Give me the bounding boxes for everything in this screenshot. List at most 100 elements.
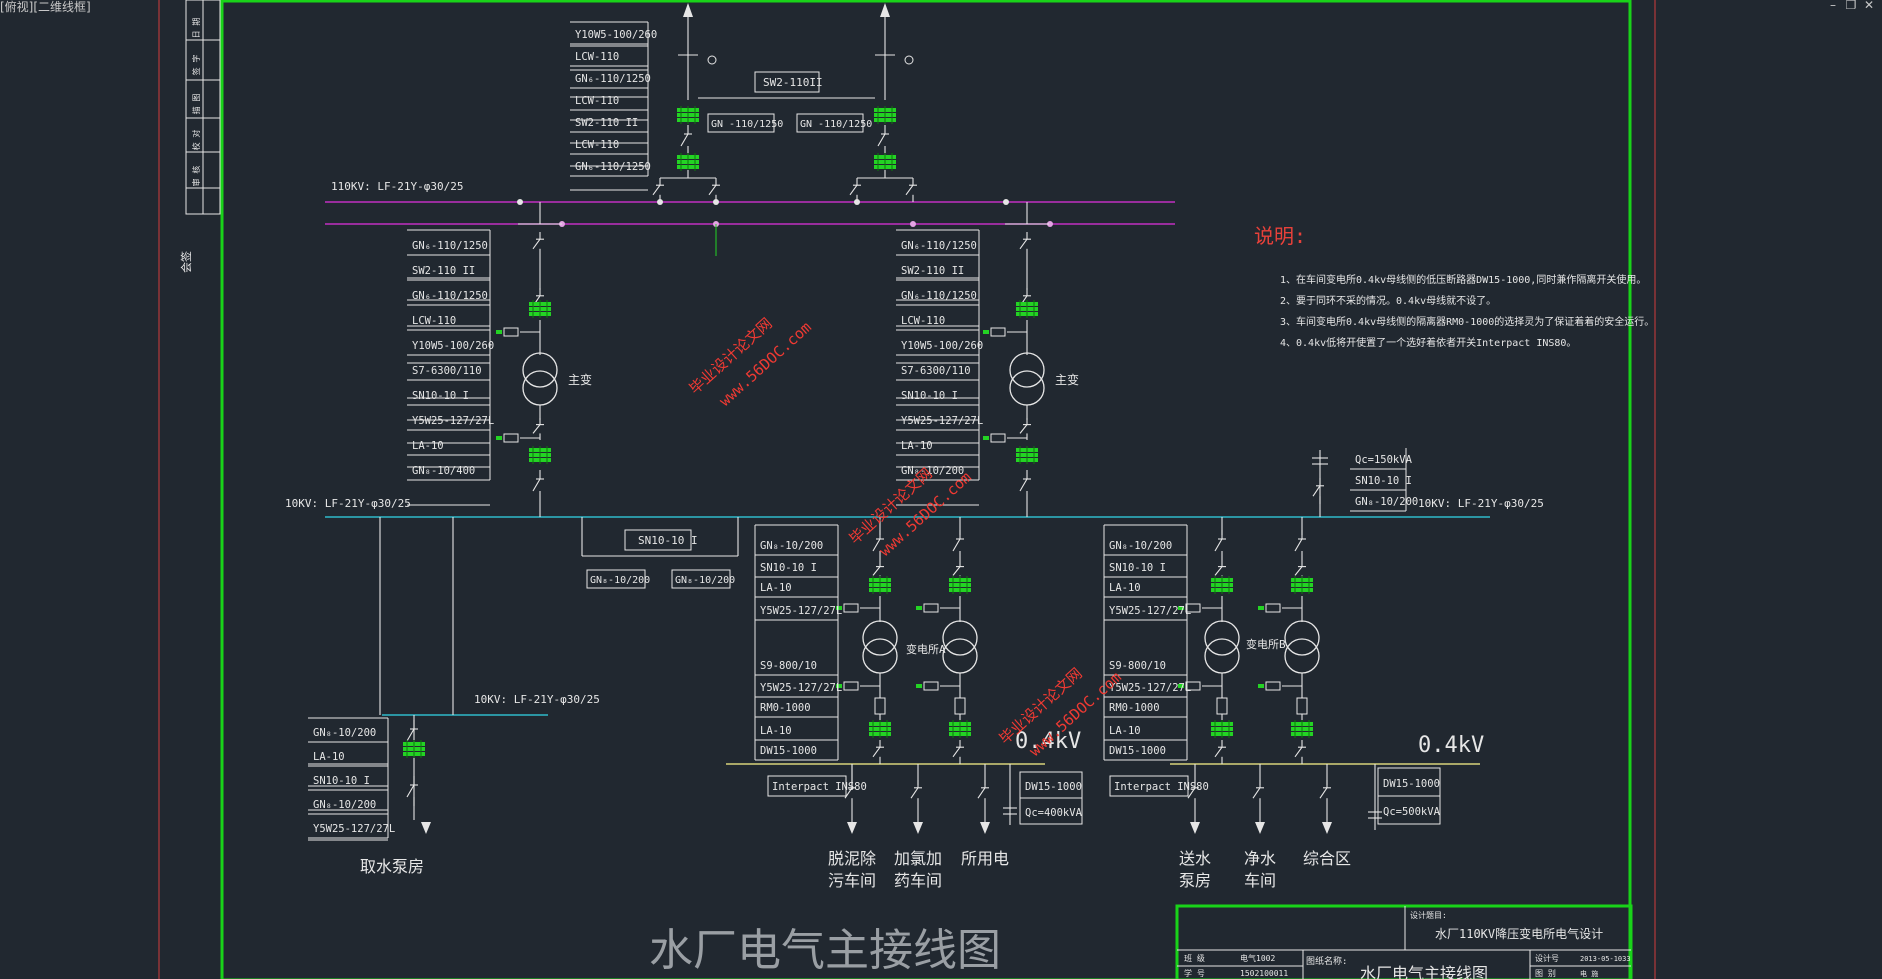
countersign-label: 描 图 — [191, 94, 201, 115]
cap-switch — [1312, 478, 1324, 504]
tie-gn-right-label: GN -110/1250 — [800, 119, 872, 130]
transformer-2-transformer — [1009, 352, 1045, 406]
table-cell: DW15-1000 — [760, 745, 817, 757]
table-cell: S9-800/10 — [1109, 660, 1166, 672]
incoming-line-1-arrow — [683, 3, 693, 43]
winding-secondary — [1009, 370, 1045, 406]
sub-a-2-ct-lv — [949, 720, 971, 738]
sub-b-2-arrestor-lv — [1258, 681, 1302, 691]
sub-b-1-ct-lv — [1211, 720, 1233, 738]
transformer-1-arrestor-10 — [496, 433, 540, 443]
switch-blade — [877, 133, 886, 147]
switch-blade — [708, 184, 717, 196]
voltage-04kv-left: 0.4kV — [1015, 729, 1081, 754]
countersign-side-label: 会签 — [179, 251, 193, 273]
switch-blade — [1294, 746, 1303, 758]
sub-a-1-dw — [872, 740, 884, 764]
incoming-line-1-ct — [677, 106, 699, 124]
table-cell: GN₈-10/400 — [412, 465, 475, 477]
tie-breaker-10-box — [624, 529, 692, 551]
tb-dwg-name-label: 图纸名称: — [1306, 955, 1347, 967]
incoming-line-2-ct — [874, 106, 896, 124]
interpact-left-label: Interpact INS80 — [772, 781, 867, 793]
switch-blade — [1214, 746, 1223, 758]
sub-a-1-gn — [872, 530, 884, 560]
table-cell: SW2-110 II — [901, 265, 964, 277]
load-label: 综合区 — [1303, 849, 1351, 868]
transformer-1-gn-10 — [532, 470, 544, 500]
transformer-2-gn — [1019, 232, 1031, 256]
transformer-2-ct — [1016, 300, 1038, 318]
table-cell: Y5W25-127/27L — [1109, 682, 1191, 694]
table-cell: GN₆-110/1250 — [412, 290, 488, 302]
switch-blade — [406, 784, 415, 798]
arrow-head — [880, 3, 890, 17]
table-cell: Y5W25-127/27L — [1109, 605, 1191, 617]
incoming-line-1-gn-right — [708, 178, 720, 202]
earth-switch-icon — [707, 55, 717, 65]
sub-a-1-transformer — [862, 620, 898, 674]
sub-b-2-ct — [1291, 576, 1313, 594]
close-icon[interactable]: ✕ — [1863, 0, 1875, 12]
transformer-1-ct — [529, 300, 551, 318]
arrestor-body — [843, 603, 859, 613]
fuse-rm0 — [1216, 697, 1228, 715]
switch-blade — [1019, 238, 1028, 250]
table-cell: Y5W25-127/27L — [760, 605, 842, 617]
switch-blade — [1019, 478, 1028, 492]
viewport-title[interactable]: [俯视][二维线框] — [0, 0, 91, 14]
table-cell: Y10W5-100/260 — [901, 340, 983, 352]
arrow-head — [421, 822, 431, 834]
table-cell: SW2-110 II — [412, 265, 475, 277]
sub-a-2-dw — [952, 740, 964, 764]
table-cell: GN₆-110/1250 — [575, 73, 651, 85]
arrestor-body — [503, 327, 519, 337]
earth-switch-icon — [904, 55, 914, 65]
switch-blade — [652, 184, 661, 196]
tie-gn-right-box — [796, 113, 864, 133]
switch-blade — [1019, 424, 1028, 434]
sub-b-2-ct-lv — [1291, 720, 1313, 738]
table-cell: Y10W5-100/260 — [412, 340, 494, 352]
incoming-line-2-ct2 — [874, 153, 896, 171]
sub-b-1-gn — [1214, 530, 1226, 560]
tie-gn10-right-label: GN₈-10/200 — [675, 575, 735, 586]
load-6-switch — [1319, 780, 1331, 806]
arrestor-ground — [1258, 606, 1264, 610]
load-5-switch — [1252, 780, 1264, 806]
sub-b-1-ct — [1211, 576, 1233, 594]
arrestor-body — [843, 681, 859, 691]
notes-title: 说明: — [1254, 224, 1306, 248]
arrestor-ground — [836, 606, 842, 610]
interpact-left-box — [767, 775, 847, 797]
minimize-icon[interactable]: – — [1830, 0, 1836, 12]
sub-a-2-ct — [949, 576, 971, 594]
switch-blade — [1319, 787, 1328, 799]
load-3-switch — [977, 780, 989, 806]
load-6-arrow — [1322, 822, 1332, 834]
sub-b-1-dw — [1214, 740, 1226, 764]
fuse-rm0 — [874, 697, 886, 715]
winding-primary — [522, 352, 558, 388]
table-cell: LA-10 — [1109, 725, 1141, 737]
sub-a-1-ct-lv — [869, 720, 891, 738]
winding-primary — [1009, 352, 1045, 388]
switch-blade — [952, 538, 961, 552]
arrow-head — [1255, 822, 1265, 834]
arrow-head — [683, 3, 693, 17]
note-line: 2、要于同环不采的情况。0.4kv母线就不设了。 — [1280, 294, 1496, 307]
table-cell: LCW-110 — [901, 315, 945, 327]
table-cell: GN₈-10/200 — [760, 540, 823, 552]
table-cell: RM0-1000 — [760, 702, 811, 714]
restore-icon[interactable]: ❐ — [1845, 0, 1857, 12]
bus-10kv-sub-label: 10KV: LF-21Y-φ30/25 — [474, 693, 600, 706]
bus-10kv-right-label: 10KV: LF-21Y-φ30/25 — [1418, 497, 1544, 510]
sub-b-2-transformer — [1284, 620, 1320, 674]
winding-secondary — [942, 638, 978, 674]
tb-row-key: 学 号 — [1184, 968, 1205, 978]
table-cell: GN₈-10/200 — [1355, 496, 1418, 508]
